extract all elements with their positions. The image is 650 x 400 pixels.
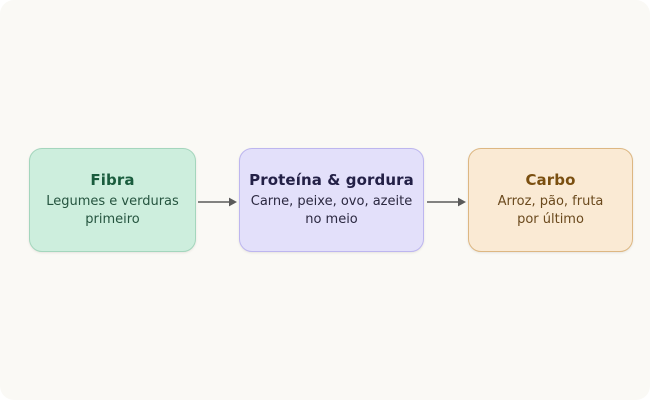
- node-description-line1: Arroz, pão, fruta: [497, 193, 604, 209]
- arrowhead-icon: [229, 197, 237, 207]
- diagram-node-carbo[interactable]: Carbo Arroz, pão, fruta por último: [468, 148, 633, 252]
- arrowhead-icon: [458, 197, 466, 207]
- node-description-fiber: Legumes e verduras primeiro: [46, 193, 179, 229]
- node-title-fiber: Fibra: [90, 171, 135, 190]
- connector-protein-to-carbo: [427, 197, 466, 207]
- node-description-protein: Carne, peixe, ovo, azeite no meio: [251, 193, 412, 229]
- node-title-carbo: Carbo: [525, 171, 576, 190]
- node-description-line1: Carne, peixe, ovo, azeite: [250, 193, 413, 209]
- node-description-line2: no meio: [305, 211, 358, 227]
- node-title-protein: Proteína & gordura: [249, 171, 414, 190]
- node-description-carbo: Arroz, pão, fruta por último: [498, 193, 604, 229]
- connector-fiber-to-protein: [198, 197, 237, 207]
- node-description-line1: Legumes e verduras: [46, 193, 179, 209]
- diagram-node-fiber[interactable]: Fibra Legumes e verduras primeiro: [29, 148, 196, 252]
- node-description-line2: por último: [517, 211, 584, 227]
- diagram-node-protein[interactable]: Proteína & gordura Carne, peixe, ovo, az…: [239, 148, 424, 252]
- node-description-line2: primeiro: [85, 211, 140, 227]
